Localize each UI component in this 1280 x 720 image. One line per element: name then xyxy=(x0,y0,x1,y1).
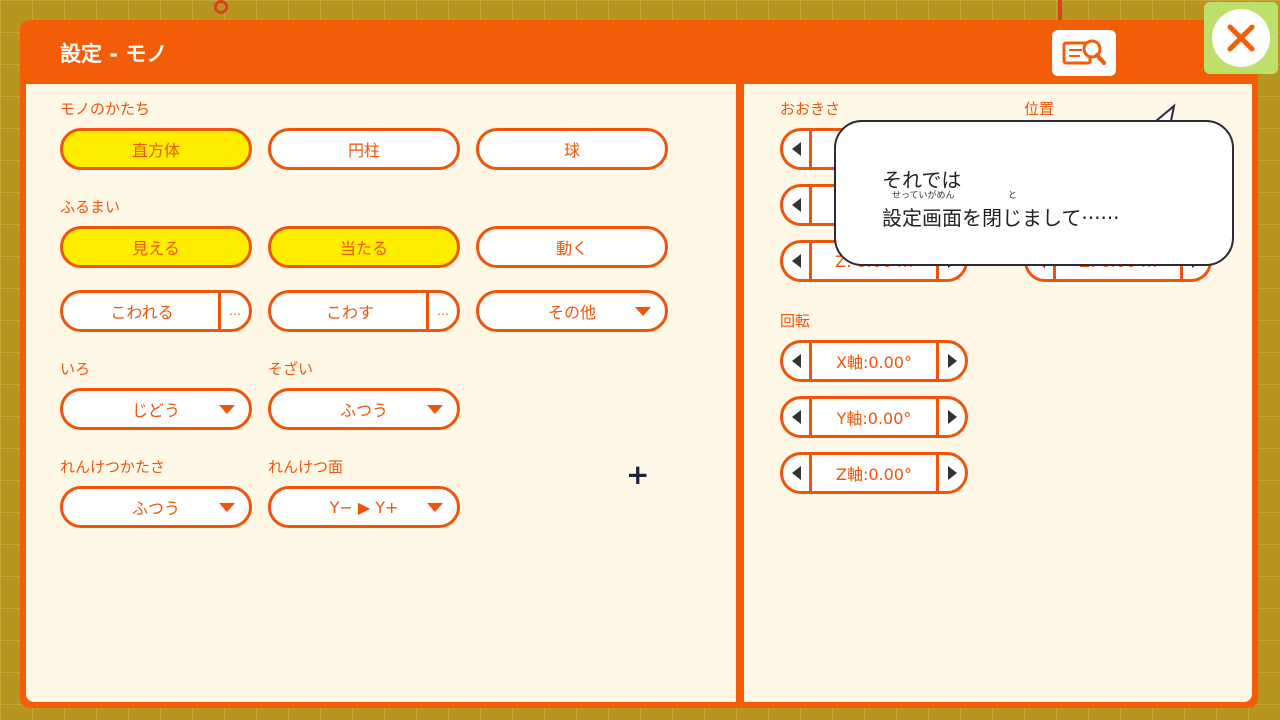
right-arrow-icon xyxy=(947,466,957,480)
chevron-down-icon xyxy=(635,307,651,316)
behavior-visible-button[interactable]: 見える xyxy=(60,226,252,268)
behavior-collide-label: 当たる xyxy=(339,239,388,258)
left-panel: モノのかたち 直方体 円柱 球 ふるまい 見える 当たる 動く こわれる … こ… xyxy=(26,84,736,702)
behavior-label: ふるまい xyxy=(60,198,121,216)
breakable-label: こわれる xyxy=(110,303,174,322)
decrement-button[interactable] xyxy=(783,343,812,379)
rotation-z-value: Z軸:0.00° xyxy=(836,465,912,484)
chevron-down-icon xyxy=(219,503,235,512)
rotation-y-value: Y軸:0.00° xyxy=(836,409,912,428)
shape-label: モノのかたち xyxy=(60,100,151,118)
behavior-move-label: 動く xyxy=(555,239,588,258)
joint-hardness-label: れんけつかたさ xyxy=(60,458,166,476)
shape-cylinder-button[interactable]: 円柱 xyxy=(268,128,460,170)
increment-button[interactable] xyxy=(936,343,965,379)
color-label: いろ xyxy=(60,360,91,378)
left-arrow-icon xyxy=(791,198,801,212)
rotation-z-stepper[interactable]: Z軸:0.00° xyxy=(780,452,968,494)
decrement-button[interactable] xyxy=(783,455,812,491)
shape-cuboid-button[interactable]: 直方体 xyxy=(60,128,252,170)
color-dropdown[interactable]: じどう xyxy=(60,388,252,430)
left-arrow-icon xyxy=(791,142,801,156)
right-arrow-icon xyxy=(947,410,957,424)
chevron-down-icon xyxy=(219,405,235,414)
joint-face-dropdown[interactable]: Y− ▶ Y+ xyxy=(268,486,460,528)
decrement-button[interactable] xyxy=(783,131,812,167)
magnifier-doc-icon xyxy=(1062,39,1106,65)
breakable-more-button[interactable]: … xyxy=(218,293,249,329)
dialog-title: 設定 - モノ xyxy=(60,42,168,66)
background-pole xyxy=(1058,0,1062,22)
increment-button[interactable] xyxy=(936,399,965,435)
rotation-x-stepper[interactable]: X軸:0.00° xyxy=(780,340,968,382)
rotation-x-value: X軸:0.00° xyxy=(836,353,912,372)
joint-face-value: Y− ▶ Y+ xyxy=(329,497,399,517)
close-button[interactable] xyxy=(1204,2,1278,74)
speech-bubble: それでは せっていがめん と 設定画面を閉じまして······ xyxy=(834,120,1234,266)
material-value: ふつう xyxy=(339,401,388,420)
left-arrow-icon xyxy=(791,466,801,480)
close-button-circle xyxy=(1212,9,1270,67)
joint-hardness-dropdown[interactable]: ふつう xyxy=(60,486,252,528)
speech-ruby-1: せっていがめん xyxy=(892,191,955,201)
behavior-collide-button[interactable]: 当たる xyxy=(268,226,460,268)
material-label: そざい xyxy=(268,360,314,378)
left-arrow-icon xyxy=(791,410,801,424)
decrement-button[interactable] xyxy=(783,243,812,279)
left-arrow-icon xyxy=(791,254,801,268)
behavior-visible-label: 見える xyxy=(132,239,180,258)
shape-cuboid-label: 直方体 xyxy=(131,141,180,160)
shape-cylinder-label: 円柱 xyxy=(347,141,380,160)
chevron-down-icon xyxy=(427,405,443,414)
rotation-label: 回転 xyxy=(780,312,811,330)
speech-ruby-2: と xyxy=(1008,191,1018,201)
decrement-button[interactable] xyxy=(783,399,812,435)
position-label: 位置 xyxy=(1024,100,1055,118)
breakable-button[interactable]: こわれる … xyxy=(60,290,252,332)
speech-line-2: 設定画面を閉じまして······ xyxy=(882,206,1120,230)
other-label: その他 xyxy=(547,303,596,322)
speech-line-1: それでは xyxy=(882,168,962,192)
behavior-move-button[interactable]: 動く xyxy=(476,226,668,268)
size-label: おおきさ xyxy=(780,100,841,118)
material-dropdown[interactable]: ふつう xyxy=(268,388,460,430)
shape-sphere-label: 球 xyxy=(563,141,580,160)
right-arrow-icon xyxy=(947,354,957,368)
chevron-down-icon xyxy=(427,503,443,512)
rotation-y-stepper[interactable]: Y軸:0.00° xyxy=(780,396,968,438)
breaker-label: こわす xyxy=(325,303,374,322)
left-arrow-icon xyxy=(791,354,801,368)
shape-sphere-button[interactable]: 球 xyxy=(476,128,668,170)
other-dropdown[interactable]: その他 xyxy=(476,290,668,332)
joint-face-label: れんけつ面 xyxy=(268,458,344,476)
add-button[interactable]: + xyxy=(626,458,650,491)
breaker-button[interactable]: こわす … xyxy=(268,290,460,332)
help-button[interactable] xyxy=(1052,30,1116,76)
close-icon xyxy=(1227,24,1255,52)
decrement-button[interactable] xyxy=(783,187,812,223)
color-value: じどう xyxy=(131,401,180,420)
background-marker xyxy=(214,0,228,14)
increment-button[interactable] xyxy=(936,455,965,491)
joint-hardness-value: ふつう xyxy=(131,499,180,518)
breaker-more-button[interactable]: … xyxy=(426,293,457,329)
